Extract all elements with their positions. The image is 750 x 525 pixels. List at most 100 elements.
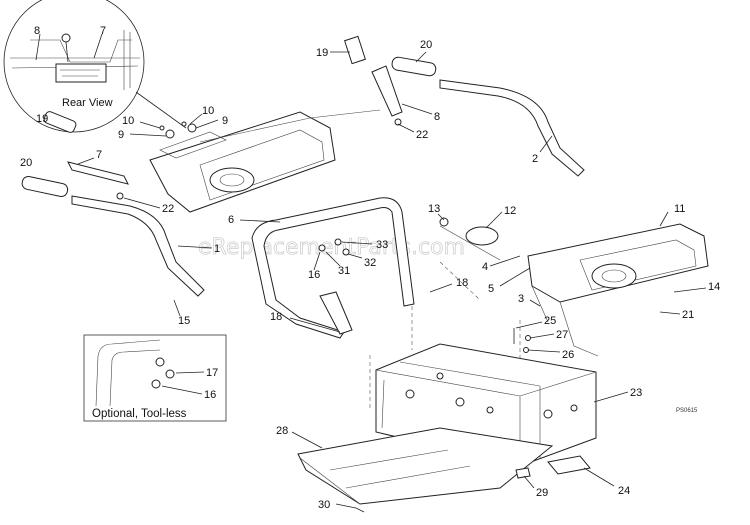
optional-callout-17: 17 xyxy=(206,367,218,379)
leader-5 xyxy=(499,267,531,287)
knob-32 xyxy=(342,248,350,256)
leader-31 xyxy=(325,251,341,267)
callout-9a: 9 xyxy=(222,115,228,127)
callout-11: 11 xyxy=(674,203,685,215)
callout-27: 27 xyxy=(556,329,568,341)
leader-21 xyxy=(659,311,681,315)
callout-2: 2 xyxy=(532,153,538,165)
hardware-9b xyxy=(187,123,197,133)
leader-22b xyxy=(123,197,161,209)
callout-32: 32 xyxy=(364,257,376,269)
right-panel-recess xyxy=(579,239,697,291)
frame-hole-5 xyxy=(570,404,578,412)
callout-18b: 18 xyxy=(270,311,282,323)
callout-22a: 22 xyxy=(416,129,428,141)
left-grip xyxy=(21,175,69,198)
right-dash-panel xyxy=(527,223,709,357)
leader-18b xyxy=(289,317,341,333)
callout-29: 29 xyxy=(536,487,548,499)
leader-12 xyxy=(485,211,503,229)
leader-29 xyxy=(523,475,535,489)
callout-9b: 9 xyxy=(118,129,124,141)
callout-5: 5 xyxy=(488,283,494,295)
knob-31 xyxy=(318,244,326,252)
callout-22b: 22 xyxy=(162,203,174,215)
leader-26 xyxy=(527,349,561,353)
callout-7: 7 xyxy=(96,149,102,161)
left-panel-chute-opening xyxy=(209,167,255,193)
part-13 xyxy=(439,217,449,227)
leader-11 xyxy=(659,211,669,227)
rear-view-inset: 8 7 Rear View xyxy=(3,0,187,133)
lower-handle-mount xyxy=(319,291,353,335)
optional-knob-b xyxy=(165,369,175,379)
part-29 xyxy=(515,467,531,479)
leader-1 xyxy=(177,245,213,249)
callout-30: 30 xyxy=(318,499,330,511)
optional-caption: Optional, Tool-less xyxy=(92,408,187,420)
right-panel-chute-inner xyxy=(601,269,627,283)
nut-26 xyxy=(523,347,529,353)
leader-9a xyxy=(195,119,219,129)
leader-3 xyxy=(529,299,541,307)
left-lever xyxy=(67,161,129,185)
right-upper-handle xyxy=(344,35,585,177)
callout-10a: 10 xyxy=(202,105,214,117)
bracket-24 xyxy=(547,455,591,475)
left-upper-handle-tube xyxy=(71,195,205,297)
right-panel-chute xyxy=(591,263,637,289)
left-upper-handle xyxy=(21,111,205,297)
callout-8a: 8 xyxy=(434,111,440,123)
callout-labels: 19 20 8 22 2 10 9 10 9 19 7 20 22 6 1 33… xyxy=(20,39,720,511)
left-panel-body xyxy=(149,111,336,213)
leader-16a xyxy=(313,251,321,271)
leader-15 xyxy=(173,299,181,317)
rear-view-pointer xyxy=(135,91,187,129)
leader-23 xyxy=(593,391,629,403)
right-bolt xyxy=(394,118,402,126)
callout-13: 13 xyxy=(428,203,440,215)
frame-hole-6 xyxy=(436,372,444,380)
knob-33 xyxy=(334,238,342,246)
callout-28: 28 xyxy=(276,425,288,437)
frame-hole-1 xyxy=(405,389,415,399)
hardware-10b xyxy=(181,121,187,127)
right-panel-support xyxy=(531,285,599,357)
leader-32 xyxy=(347,253,363,259)
callout-6: 6 xyxy=(228,214,234,226)
rear-view-caption: Rear View xyxy=(62,97,113,109)
leader-20a xyxy=(415,51,427,63)
rear-view-bracket xyxy=(55,63,107,83)
rear-view-rods xyxy=(60,30,131,90)
assembly-guides xyxy=(369,261,521,408)
left-panel-top-plate xyxy=(159,131,227,159)
leader-opt-16 xyxy=(161,385,203,395)
right-grip-cover xyxy=(344,35,366,65)
optional-knob-a xyxy=(155,357,165,367)
callout-25: 25 xyxy=(544,315,556,327)
leader-7 xyxy=(77,157,95,165)
callout-15: 15 xyxy=(178,315,190,327)
lower-handle-frame xyxy=(251,197,415,339)
frame-hole-2 xyxy=(455,397,465,407)
callout-19b: 19 xyxy=(36,113,48,125)
part-4-rod xyxy=(439,225,501,261)
leader-13 xyxy=(437,213,445,221)
leader-2 xyxy=(539,135,553,153)
leader-18a xyxy=(429,283,453,293)
callout-20b: 20 xyxy=(20,157,32,169)
callout-20a: 20 xyxy=(420,39,432,51)
hardware-9a xyxy=(165,129,175,139)
optional-toolless-inset: 17 16 Optional, Tool-less xyxy=(83,334,227,422)
callout-31: 31 xyxy=(338,265,350,277)
right-grip xyxy=(391,56,437,77)
callout-1: 1 xyxy=(214,243,220,255)
left-grip-cover xyxy=(43,111,77,133)
bottom-plate xyxy=(297,427,554,505)
callout-10b: 10 xyxy=(122,115,134,127)
left-panel-recess xyxy=(199,129,325,201)
leader-10a xyxy=(189,113,203,125)
frame-hole-4 xyxy=(543,409,553,419)
